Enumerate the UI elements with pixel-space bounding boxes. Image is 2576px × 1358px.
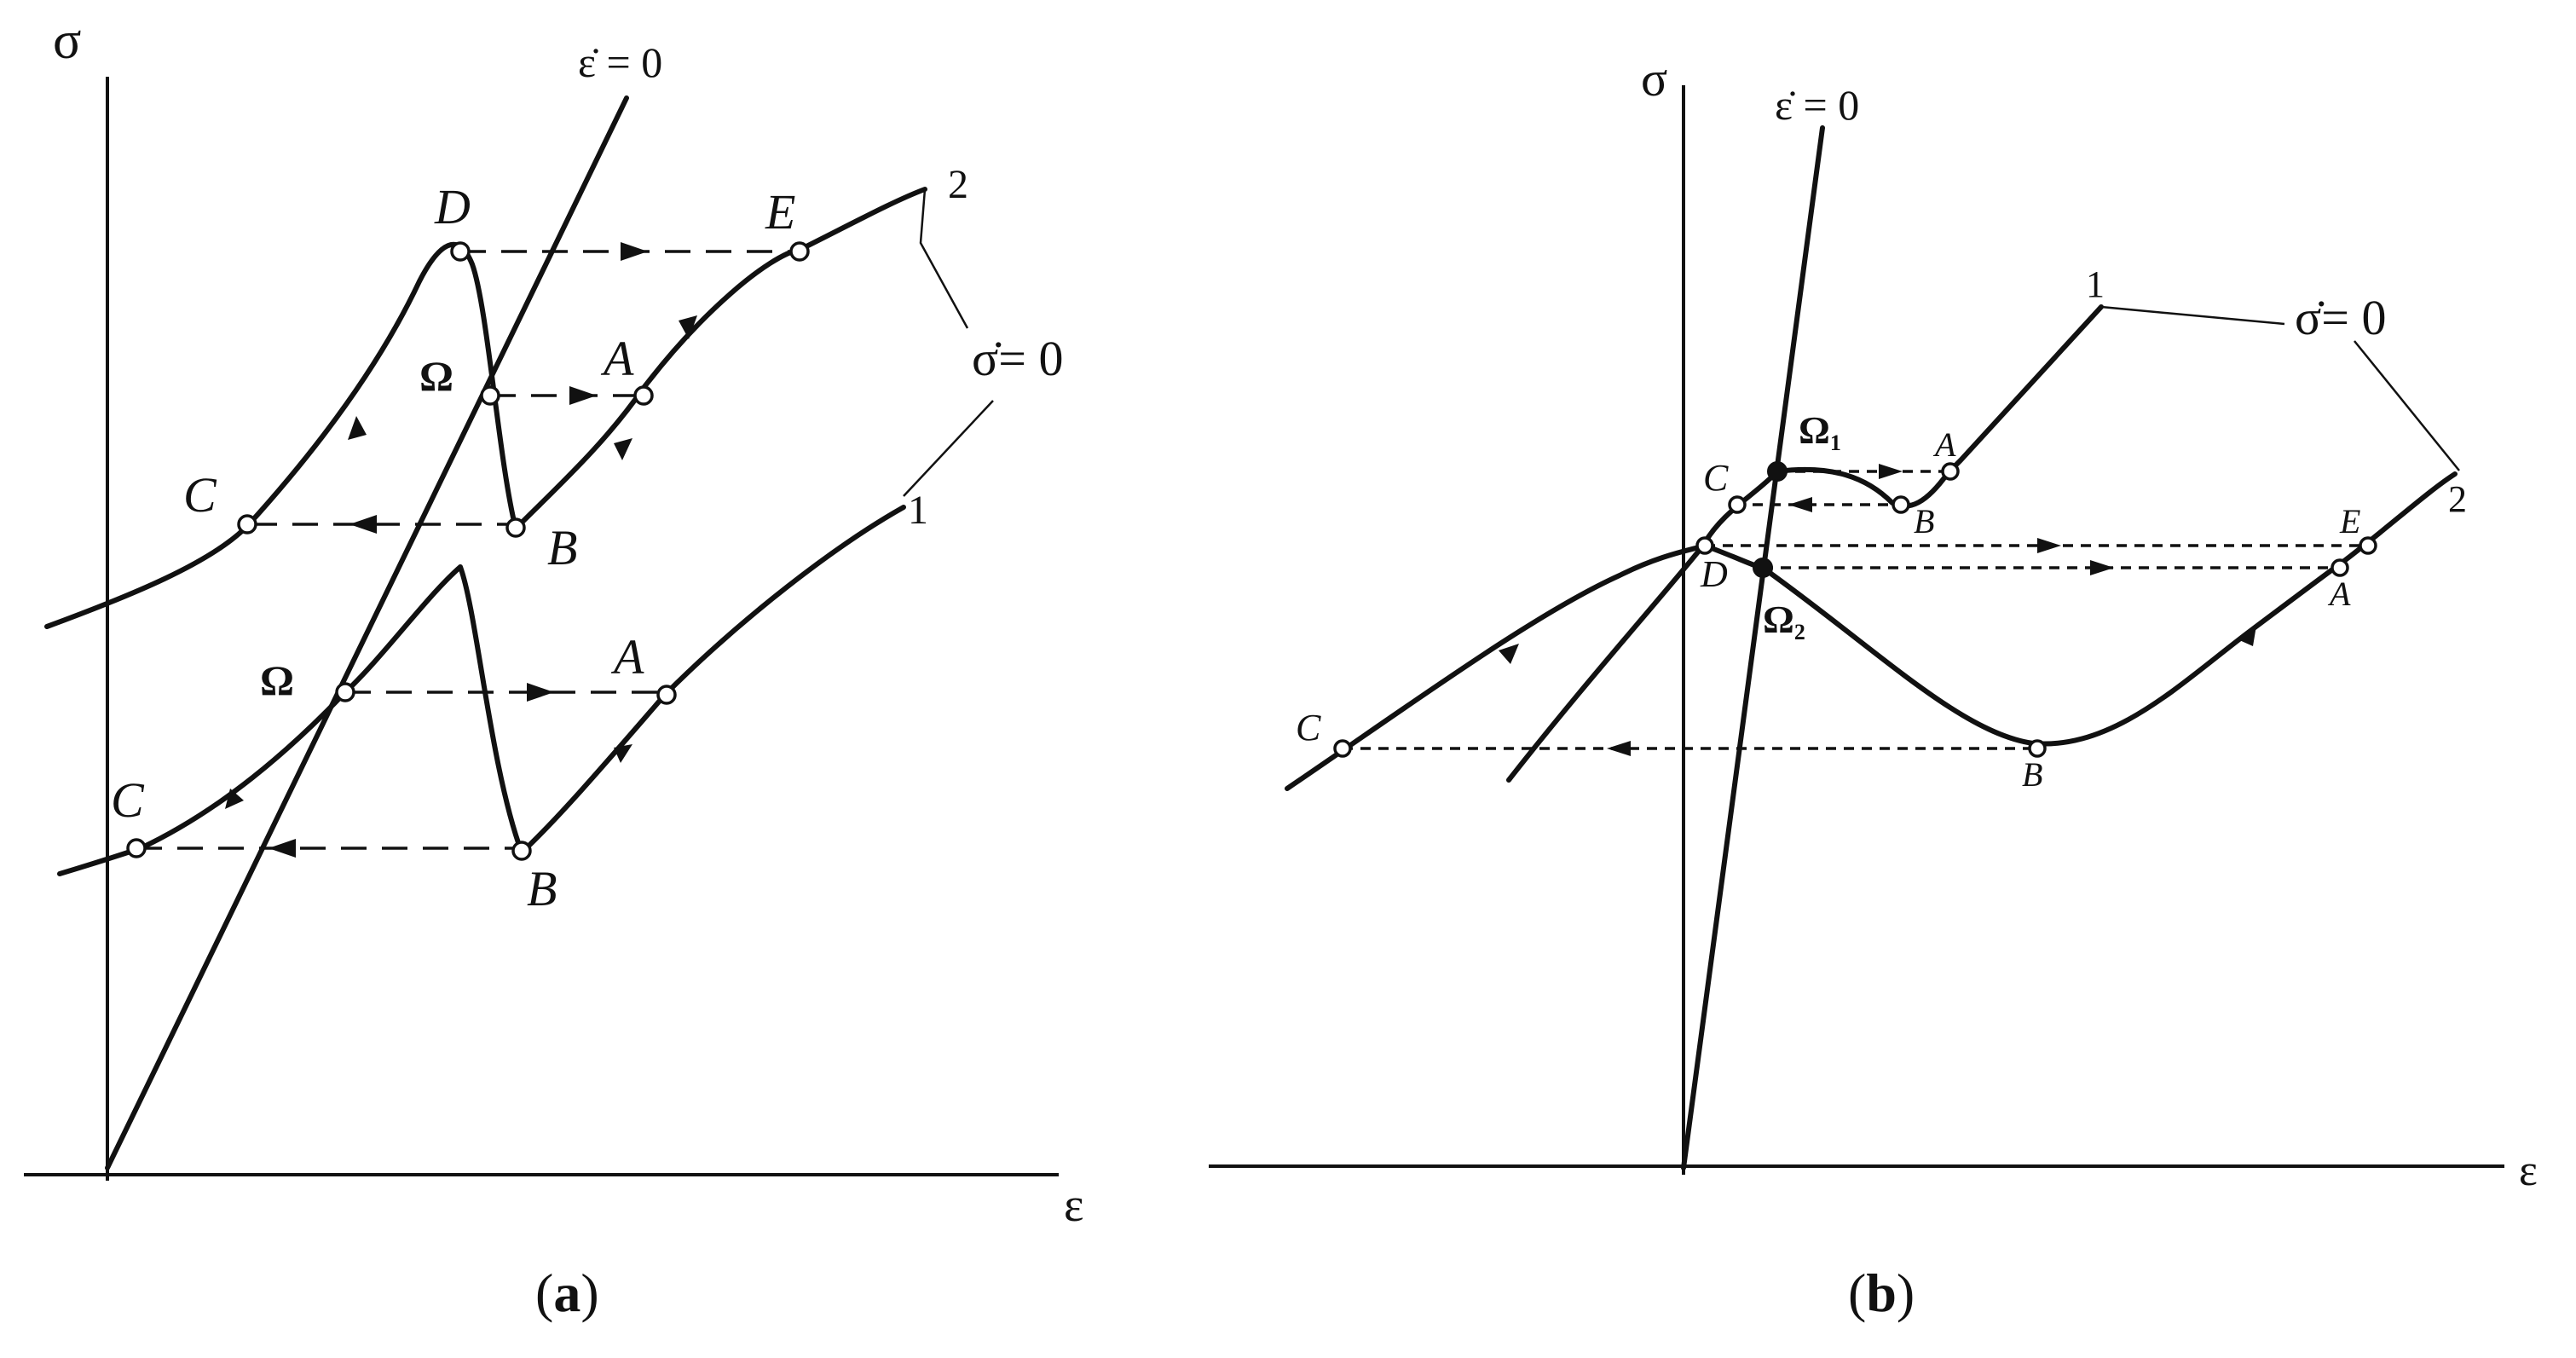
b-sigma-dot-label: σ̇= 0 [2295,290,2386,345]
a-eps-dot-zero-line [105,95,629,1170]
b-point-E [2359,536,2377,555]
a-label-C-upper: C [183,467,217,523]
panel-a: σ ε ε̇ = 0 σ̇= 0 2 1 D E Ω A C B Ω A C B [24,12,1084,1232]
a-leader-curve-2 [919,188,969,329]
b-curve-2-label: 2 [2448,478,2467,520]
a-point-B-lower [511,841,532,861]
a-leader-curve-1 [903,400,994,497]
caption-a-close: ) [580,1263,599,1323]
b-label-A-lower: A [2327,575,2351,613]
caption-a-letter: a [553,1263,581,1323]
b-point-A-upper [1941,462,1960,481]
a-arrow-B-C-upper [349,515,377,534]
b-curve-1 [1506,304,2104,783]
b-arrow-B-C-upper [1788,497,1812,512]
caption-b-close: ) [1896,1263,1915,1323]
a-label-B-upper: B [547,520,577,575]
a-arrow-B-C-lower [269,839,296,858]
a-eps-dot-label: ε̇ = 0 [578,38,662,86]
a-arrow-D-E [621,242,648,261]
b-label-Omega2: Ω2 [1763,598,1805,644]
a-curve-2-label: 2 [948,162,968,207]
b-label-B-upper: B [1914,502,1934,540]
b-eps-dot-label: ε̇ = 0 [1775,81,1859,129]
a-point-C-upper [237,514,257,535]
a-point-E [789,241,810,262]
caption-b-letter: b [1866,1263,1897,1323]
b-arrow-curve-up [1499,644,1519,664]
a-label-D: D [434,179,471,234]
a-arrow-curve-down-upper [679,315,697,339]
a-arrow-Omega-A-upper [569,386,597,405]
caption-b: (b) [1848,1262,1915,1325]
b-arrow-Omega1-A [1879,464,1903,479]
a-label-A-lower: A [610,629,644,685]
b-point-Omega2 [1753,558,1773,578]
a-sigma-dot-label: σ̇= 0 [972,331,1063,386]
a-sigma-label: σ [53,12,81,70]
a-label-E: E [765,184,795,240]
a-eps-label: ε [1064,1179,1084,1232]
a-label-Omega-upper: Ω [419,352,453,400]
b-point-B-upper [1892,495,1910,514]
b-arrow-Omega2-A [2090,560,2114,575]
a-curve-1-label: 1 [908,488,928,533]
a-point-A-upper [633,385,654,406]
b-label-D: D [1700,553,1728,595]
b-arrow-B-C-lower [1607,741,1631,756]
a-arrow-curve-down-lower [614,744,632,763]
a-point-C-lower [126,838,147,858]
a-point-Omega-lower [335,682,355,702]
b-leader-curve-1 [2100,305,2285,326]
b-point-C-upper [1728,495,1747,514]
b-point-B-lower [2028,739,2047,758]
b-label-A-upper: A [1932,425,1956,464]
b-label-E: E [2339,502,2360,540]
a-point-D [450,241,471,262]
a-curve-1 [57,505,906,876]
caption-b-open: ( [1848,1263,1867,1323]
panel-b: σ ε ε̇ = 0 σ̇= 0 1 2 Ω1 A C B D E A Ω2 C… [1209,51,2538,1195]
b-eps-dot-zero-line [1681,125,1825,1170]
b-curve-2 [1285,471,2458,791]
b-point-Omega1 [1767,461,1788,482]
a-arrow-curve-up-lower [225,789,244,809]
caption-a: (a) [535,1262,599,1325]
b-arrow-curve-down [2238,626,2256,646]
b-point-D [1695,536,1714,555]
b-label-B-lower: B [2022,755,2042,794]
a-label-B-lower: B [527,861,557,916]
a-label-A-upper: A [600,331,634,386]
a-arrow-curve-up-upper [348,416,367,440]
caption-a-open: ( [535,1263,554,1323]
a-point-Omega-upper [480,385,500,406]
a-arrow-Omega-A-lower [527,683,554,702]
b-eps-label: ε [2519,1147,2538,1195]
b-leader-curve-2 [2354,340,2460,471]
b-sigma-label: σ [1641,51,1667,107]
b-label-C-upper: C [1703,457,1729,499]
a-curve-2 [44,187,927,629]
a-point-B-upper [505,517,526,538]
a-label-C-lower: C [111,772,145,828]
b-label-C-lower: C [1296,707,1321,748]
b-label-Omega1: Ω1 [1799,408,1841,455]
b-curve-1-label: 1 [2086,263,2105,305]
a-label-Omega-lower: Ω [260,656,294,704]
b-arrow-D-E [2037,538,2061,553]
b-point-A-lower [2331,558,2349,577]
a-point-A-lower [656,685,677,705]
b-point-C-lower [1333,739,1352,758]
a-arrow-curve-down-upper-2 [614,438,632,460]
